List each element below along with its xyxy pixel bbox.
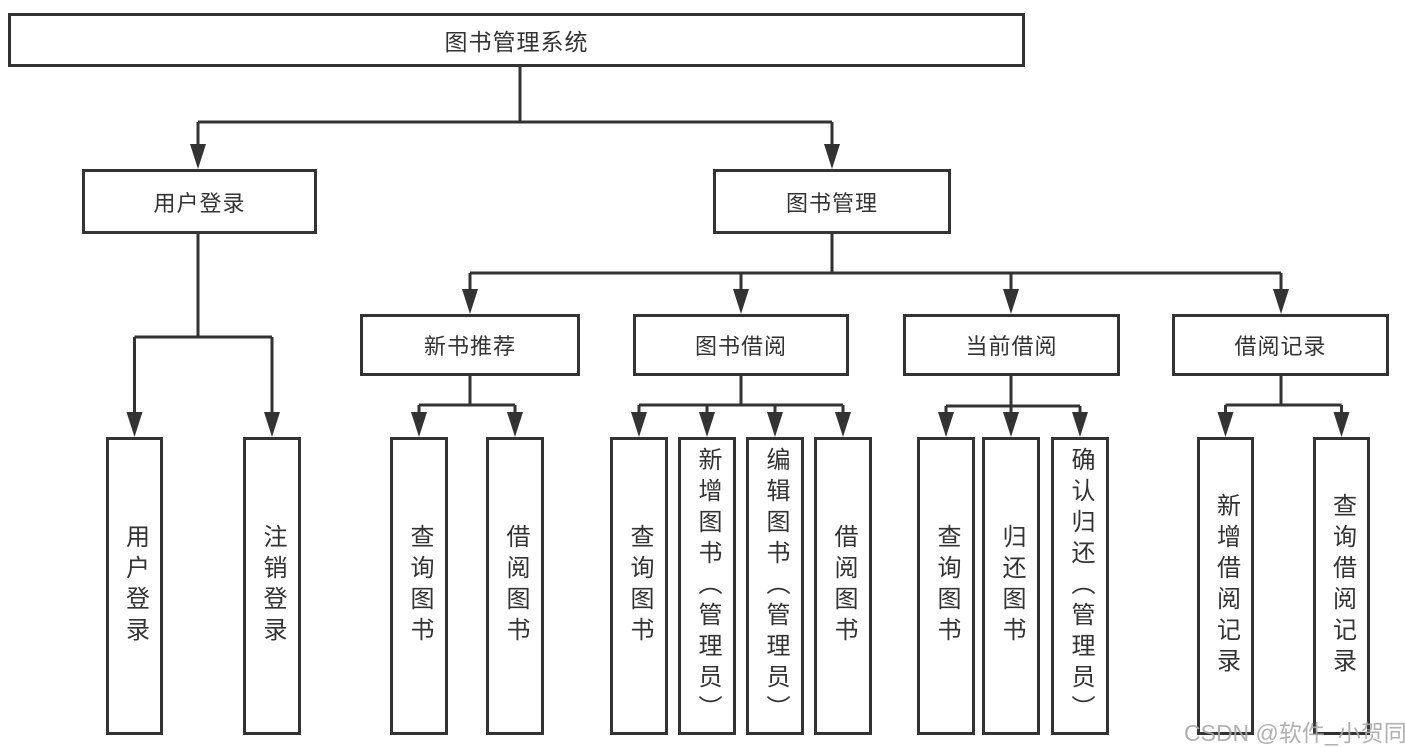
leaf-edit-books-admin-label: 编辑图书（管理员） <box>762 446 789 726</box>
leaf-logout: 注销登录 <box>243 437 301 735</box>
node-new-book-recommend: 新书推荐 <box>360 314 580 376</box>
node-user-login-branch: 用户登录 <box>82 169 317 234</box>
leaf-confirm-return-admin: 确认归还（管理员） <box>1051 437 1109 735</box>
leaf-add-books-admin-label: 新增图书（管理员） <box>694 446 721 726</box>
leaf-borrow-books-recommend-label: 借阅图书 <box>502 524 529 648</box>
leaf-return-books-label: 归还图书 <box>998 524 1025 648</box>
node-user-login-branch-label: 用户登录 <box>153 190 246 216</box>
leaf-query-books-current-label: 查询图书 <box>933 524 960 648</box>
leaf-query-books-recommend-label: 查询图书 <box>406 524 433 648</box>
csdn-watermark: CSDN @软件_小贺同学 <box>1184 720 1405 746</box>
leaf-confirm-return-admin-label: 确认归还（管理员） <box>1067 446 1094 726</box>
node-book-management: 图书管理 <box>713 169 951 234</box>
leaf-logout-label: 注销登录 <box>259 524 286 648</box>
node-book-borrowing-label: 图书借阅 <box>694 334 787 359</box>
node-new-book-recommend-label: 新书推荐 <box>423 334 516 359</box>
tree-branch-lines <box>134 67 1342 408</box>
leaf-query-books-current: 查询图书 <box>917 437 975 735</box>
leaf-user-login: 用户登录 <box>106 437 163 735</box>
leaf-query-borrow-record: 查询借阅记录 <box>1313 437 1370 735</box>
leaf-add-borrow-record-label: 新增借阅记录 <box>1212 493 1240 679</box>
node-library-system: 图书管理系统 <box>8 13 1025 67</box>
node-current-borrowing: 当前借阅 <box>903 314 1120 376</box>
leaf-query-books-borrowing: 查询图书 <box>610 437 668 735</box>
node-borrowing-records: 借阅记录 <box>1172 314 1389 376</box>
leaf-borrow-books-recommend: 借阅图书 <box>486 437 544 735</box>
node-current-borrowing-label: 当前借阅 <box>965 334 1058 359</box>
leaf-query-books-recommend: 查询图书 <box>390 437 448 735</box>
node-book-management-label: 图书管理 <box>785 190 878 216</box>
node-library-system-label: 图书管理系统 <box>444 29 589 55</box>
node-borrowing-records-label: 借阅记录 <box>1234 334 1327 359</box>
leaf-user-login-label: 用户登录 <box>121 524 149 648</box>
leaf-borrow-books-borrowing: 借阅图书 <box>814 437 872 735</box>
leaf-return-books: 归还图书 <box>982 437 1040 735</box>
arrowheads <box>126 122 1350 437</box>
leaf-add-borrow-record: 新增借阅记录 <box>1197 437 1254 735</box>
leaf-query-borrow-record-label: 查询借阅记录 <box>1328 493 1356 679</box>
node-book-borrowing: 图书借阅 <box>633 314 849 376</box>
leaf-borrow-books-borrowing-label: 借阅图书 <box>830 524 857 648</box>
leaf-add-books-admin: 新增图书（管理员） <box>678 437 736 735</box>
leaf-edit-books-admin: 编辑图书（管理员） <box>746 437 804 735</box>
leaf-query-books-borrowing-label: 查询图书 <box>626 524 653 648</box>
